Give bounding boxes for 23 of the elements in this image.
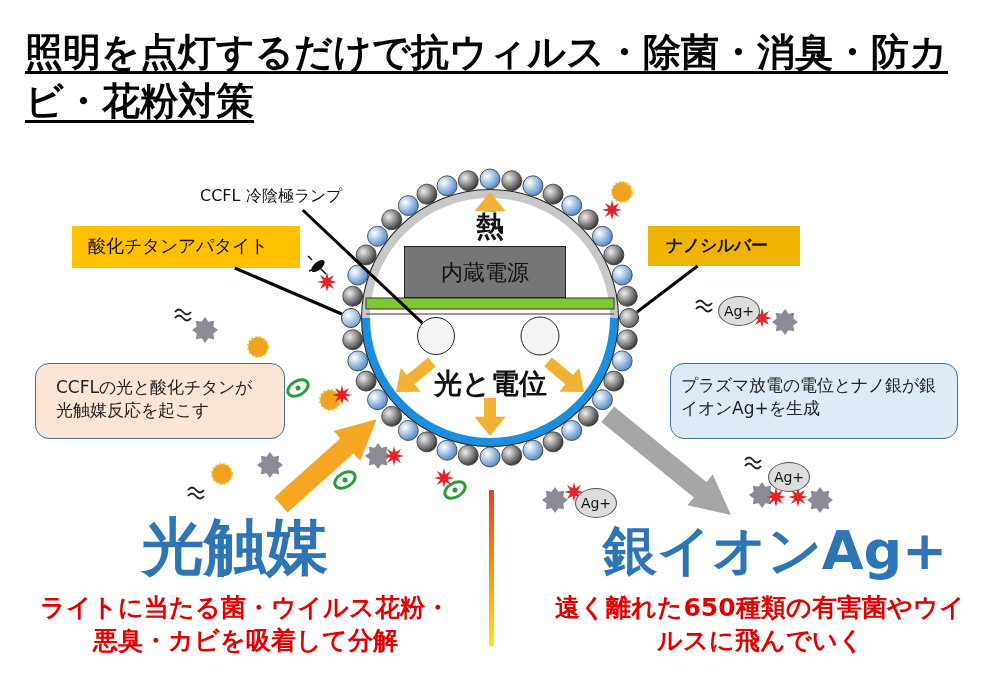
ion-bubble: Ag+ bbox=[718, 296, 760, 326]
leader-line bbox=[301, 208, 424, 324]
heading: 光触媒 bbox=[130, 505, 340, 587]
leader-line bbox=[234, 266, 343, 316]
title: 照明を点灯するだけで抗ウィルス・除菌・消臭・防カビ・花粉対策 bbox=[25, 29, 949, 126]
lamp-label: CCFL 冷陰極ランプ bbox=[200, 186, 380, 210]
description-text: 遠く離れた650種類の有害菌やウイルスに飛んでいく bbox=[555, 592, 965, 657]
description-text: ライトに当たる菌・ウイルス花粉・悪臭・カビを吸着して分解 bbox=[40, 592, 450, 657]
power-unit-box: 内蔵電源 bbox=[404, 246, 566, 298]
ion-bubble: Ag+ bbox=[768, 462, 810, 492]
material-label: 酸化チタンアパタイト bbox=[72, 226, 300, 268]
ion-bubble: Ag+ bbox=[575, 488, 617, 518]
material-label: ナノシルバー bbox=[648, 226, 800, 266]
coating-bead bbox=[341, 308, 361, 328]
leader-line bbox=[636, 264, 699, 314]
block-arrow bbox=[601, 406, 731, 516]
explanation-callout: プラズマ放電の電位とナノ銀が銀イオンAg+を生成 bbox=[670, 363, 958, 439]
light-potential-label: 光と電位 bbox=[432, 366, 548, 402]
explanation-callout: CCFLの光と酸化チタンが光触媒反応を起こす bbox=[35, 363, 285, 439]
coating-bead bbox=[619, 308, 639, 328]
block-arrow bbox=[274, 419, 377, 513]
heat-label: 熱 bbox=[475, 209, 505, 245]
heading: 銀イオンAg+ bbox=[595, 515, 955, 587]
